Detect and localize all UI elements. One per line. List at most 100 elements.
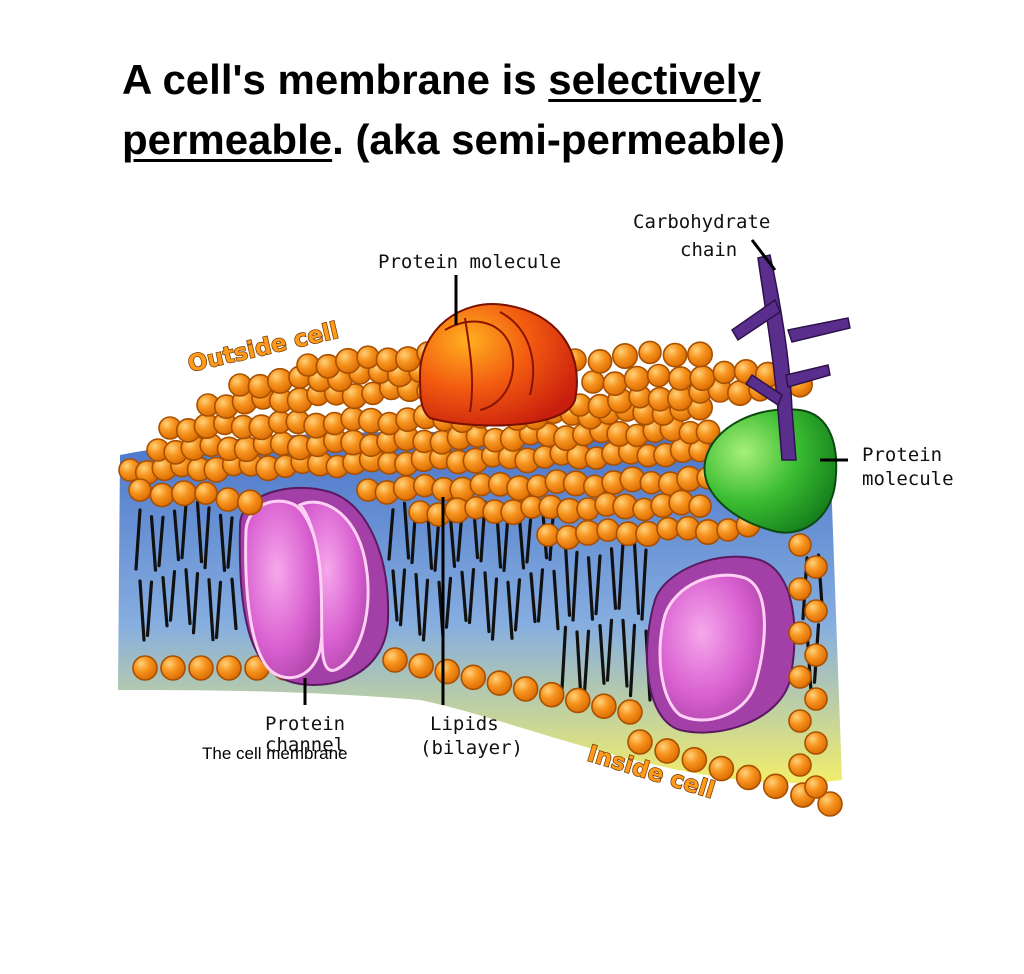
- lipid-head-top: [623, 365, 650, 392]
- lipid-head-bottom: [538, 681, 565, 708]
- lipid-tail: [640, 548, 648, 621]
- lipid-head-top: [611, 342, 638, 369]
- lipid-head-top: [634, 520, 661, 547]
- lipid-tail: [195, 500, 204, 564]
- lipid-tail: [621, 618, 629, 688]
- label-protein-channel-line1: Protein: [265, 713, 345, 735]
- lipid-tail: [226, 516, 234, 569]
- lipid-head-bottom: [708, 755, 735, 782]
- lipid-tail: [191, 571, 200, 635]
- lipid-head-top: [788, 621, 812, 645]
- lipid-tail: [506, 580, 514, 640]
- lipid-tail: [448, 516, 457, 569]
- lipid-head-bottom: [564, 687, 591, 714]
- label-pointer-lines: [303, 239, 848, 705]
- lipid-tail: [421, 578, 430, 642]
- lipid-head-top: [804, 687, 828, 711]
- lipid-head-bottom: [512, 676, 539, 702]
- lipid-tail: [134, 508, 142, 571]
- lipid-tail: [552, 569, 560, 631]
- lipid-head-top: [716, 518, 740, 542]
- label-lipids-line2: (bilayer): [420, 737, 523, 759]
- lipid-tail: [483, 571, 491, 634]
- lipid-head-top: [662, 342, 688, 368]
- lipid-tail: [467, 567, 476, 625]
- lipid-tail: [138, 579, 146, 642]
- figure-caption: The cell membrane: [202, 744, 348, 763]
- lipid-tail: [145, 580, 154, 638]
- lipid-head-top: [171, 480, 198, 507]
- protein-channel-left: [238, 486, 390, 686]
- lipid-head-top: [602, 371, 628, 397]
- lipid-tail: [460, 570, 468, 623]
- lipid-tail: [398, 568, 407, 627]
- protein-channel-right: [646, 555, 796, 734]
- lipid-head-top: [266, 367, 293, 394]
- lipid-tail: [444, 576, 453, 629]
- lipid-tail: [180, 502, 188, 560]
- carbohydrate-chain: [730, 254, 851, 461]
- lipid-heads-bottom: [132, 647, 843, 817]
- lipid-head-top: [646, 363, 671, 388]
- lipid-head-top: [804, 599, 828, 623]
- lipid-head-bottom: [460, 664, 487, 691]
- lipid-tail: [172, 509, 181, 562]
- label-carbohydrate-line1: Carbohydrate: [633, 211, 770, 233]
- lipid-head-bottom: [132, 655, 158, 681]
- lipid-tail: [563, 543, 572, 617]
- lipid-tail: [414, 572, 422, 636]
- lipid-head-bottom: [735, 764, 762, 791]
- lipid-tail: [609, 547, 618, 611]
- lipid-head-top: [688, 494, 712, 518]
- lipid-tail: [203, 506, 211, 570]
- lipid-head-top: [215, 487, 241, 512]
- lipid-head-top: [596, 518, 620, 542]
- label-protein-molecule-right-line2: molecule: [862, 468, 954, 490]
- label-protein-molecule-top: Protein molecule: [378, 251, 561, 273]
- lipid-head-bottom: [382, 647, 408, 673]
- lipid-head-top: [149, 482, 175, 508]
- lipid-head-bottom: [617, 699, 643, 725]
- lipid-tail: [168, 569, 177, 622]
- lipid-head-bottom: [408, 652, 434, 679]
- title-permeable: permeable: [122, 116, 333, 163]
- protein-molecule-red: [418, 303, 578, 427]
- lipid-head-top: [788, 577, 812, 601]
- lipid-head-bottom: [762, 773, 789, 800]
- lipid-tail: [598, 623, 606, 685]
- lipid-head-bottom: [188, 655, 214, 681]
- lipid-head-top: [788, 753, 812, 777]
- lipid-head-top: [581, 370, 605, 394]
- lipid-tail: [502, 512, 510, 573]
- lipid-tail: [157, 515, 165, 568]
- lipid-tail: [161, 575, 169, 628]
- lipid-head-bottom: [654, 738, 680, 764]
- lipid-head-bottom: [216, 655, 242, 681]
- lipid-head-top: [334, 347, 361, 374]
- lipid-tail: [617, 541, 625, 610]
- lipid-tail: [529, 572, 537, 624]
- lipid-head-bottom: [591, 693, 617, 720]
- lipid-head-top: [128, 478, 152, 502]
- lipid-head-top: [194, 481, 218, 506]
- lipid-tail: [149, 515, 158, 572]
- lipid-head-top: [536, 523, 560, 547]
- lipid-head-bottom: [486, 670, 513, 696]
- lipid-head-top: [804, 775, 828, 799]
- lipid-head-bottom: [160, 655, 186, 681]
- lipid-head-top: [356, 345, 380, 370]
- lipid-tails: [134, 500, 825, 702]
- lipid-tail: [571, 550, 579, 622]
- lipid-tail: [391, 569, 399, 622]
- lipid-head-top: [668, 366, 693, 391]
- lipid-tail: [214, 580, 223, 640]
- lipid-tail: [517, 516, 526, 570]
- title-text-part1: A cell's membrane is: [122, 56, 549, 103]
- lipid-head-top: [804, 643, 828, 667]
- lipid-tail: [490, 577, 499, 641]
- lipid-head-bottom: [817, 791, 843, 817]
- lipid-head-top: [695, 419, 721, 445]
- lipid-tail: [594, 554, 602, 616]
- lipid-tail: [184, 568, 192, 626]
